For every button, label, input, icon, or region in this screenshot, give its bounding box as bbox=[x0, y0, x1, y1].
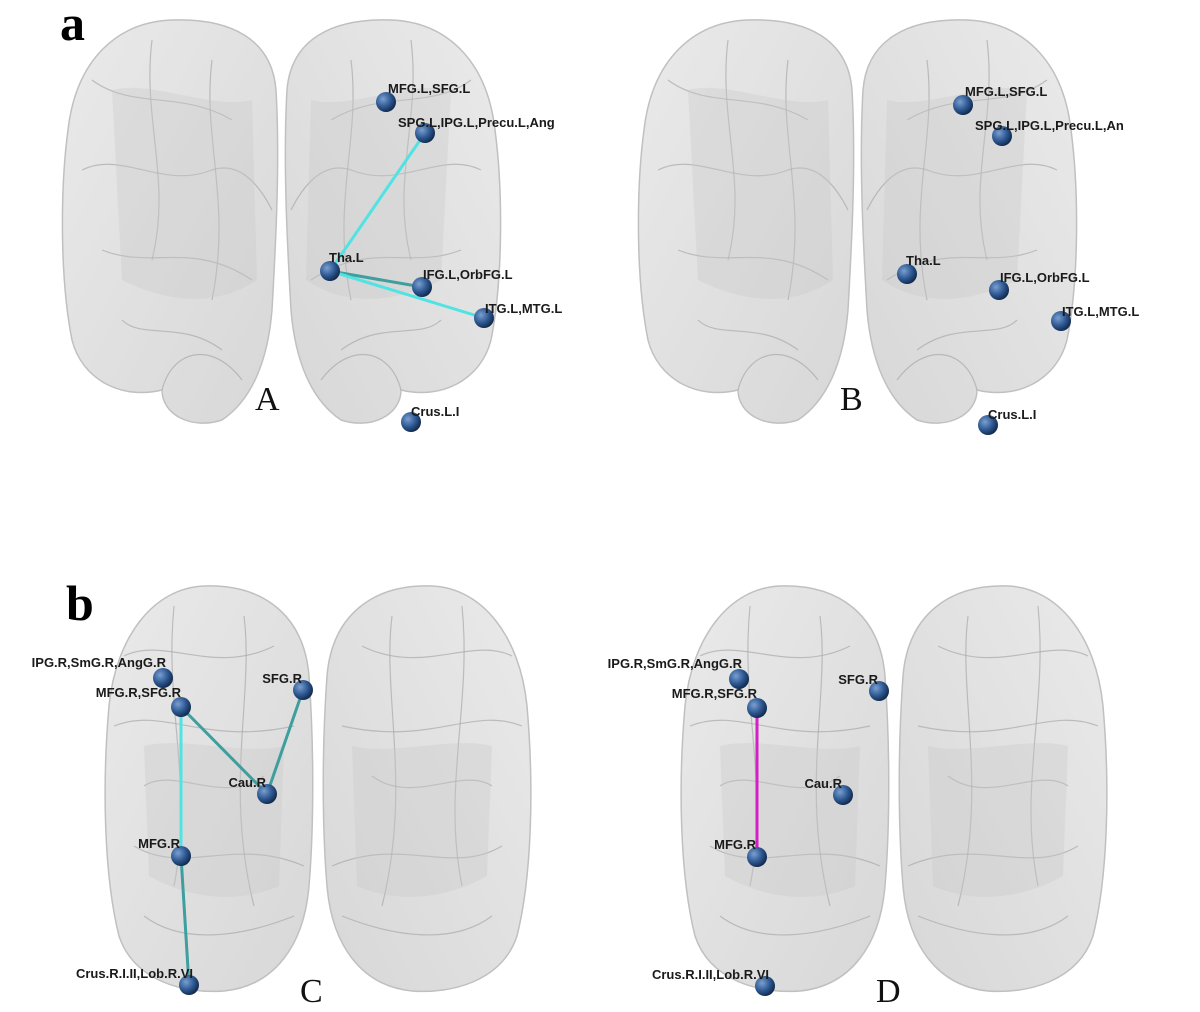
panel-letter-d: D bbox=[876, 973, 901, 1010]
brain-surfaces bbox=[61, 19, 1108, 993]
node-label: MFG.R bbox=[714, 837, 756, 852]
node-label: IFG.L,OrbFG.L bbox=[1000, 270, 1090, 285]
node-d-0 bbox=[729, 669, 749, 689]
node-c-5 bbox=[179, 975, 199, 995]
node-a-4 bbox=[474, 308, 494, 328]
node-label: Crus.R.I.II,Lob.R.VI bbox=[76, 966, 193, 981]
node-a-5 bbox=[401, 412, 421, 432]
node-label: MFG.R bbox=[138, 836, 180, 851]
edge-a-1 bbox=[328, 269, 424, 289]
node-label: Crus.L.I bbox=[988, 407, 1036, 422]
node-c-0 bbox=[153, 668, 173, 688]
node-label: ITG.L,MTG.L bbox=[485, 301, 562, 316]
panel-letter-c: C bbox=[300, 973, 323, 1010]
node-c-4 bbox=[171, 846, 191, 866]
hemisphere bbox=[680, 585, 890, 993]
node-label: SFG.R bbox=[838, 672, 878, 687]
node-label: Tha.L bbox=[906, 253, 941, 268]
edge-c-0 bbox=[179, 705, 269, 796]
panel-letter-b: B bbox=[840, 381, 863, 418]
node-label: Crus.R.I.II,Lob.R.VI bbox=[652, 967, 769, 982]
node-label: Crus.L.I bbox=[411, 404, 459, 419]
hemisphere bbox=[322, 585, 532, 993]
node-d-3 bbox=[833, 785, 853, 805]
node-label: IFG.L,OrbFG.L bbox=[423, 267, 513, 282]
edge-c-3 bbox=[179, 854, 191, 987]
node-label: IPG.R,SmG.R,AngG.R bbox=[32, 655, 167, 670]
hemisphere bbox=[637, 19, 855, 424]
node-a-3 bbox=[412, 277, 432, 297]
node-c-1 bbox=[171, 697, 191, 717]
node-a-2 bbox=[320, 261, 340, 281]
figure-label-a: a bbox=[60, 0, 85, 51]
node-label: MFG.L,SFG.L bbox=[965, 84, 1047, 99]
edge-a-0 bbox=[328, 131, 427, 273]
node-d-2 bbox=[869, 681, 889, 701]
node-label: MFG.L,SFG.L bbox=[388, 81, 470, 96]
figure-label-b: b bbox=[66, 575, 94, 631]
hemisphere bbox=[284, 19, 502, 424]
node-c-2 bbox=[293, 680, 313, 700]
node-label: SPG.L,IPG.L,Precu.L,An bbox=[975, 118, 1124, 133]
edge-a-2 bbox=[328, 269, 486, 320]
nodes bbox=[153, 92, 1071, 996]
node-b-1 bbox=[992, 126, 1012, 146]
node-c-3 bbox=[257, 784, 277, 804]
node-label: IPG.R,SmG.R,AngG.R bbox=[608, 656, 743, 671]
labels: a b MFG.L,SFG.L SPG.L,IPG.L,Precu.L,AngTh… bbox=[32, 0, 1140, 1010]
node-a-1 bbox=[415, 123, 435, 143]
node-b-5 bbox=[978, 415, 998, 435]
hemisphere bbox=[898, 585, 1108, 993]
node-label: ITG.L,MTG.L bbox=[1062, 304, 1139, 319]
node-label: MFG.R,SFG.R bbox=[96, 685, 182, 700]
hemisphere bbox=[860, 19, 1078, 424]
hemisphere bbox=[61, 19, 279, 424]
node-b-4 bbox=[1051, 311, 1071, 331]
node-d-4 bbox=[747, 847, 767, 867]
node-label: Tha.L bbox=[329, 250, 364, 265]
node-label: Cau.R bbox=[804, 776, 842, 791]
node-label: Cau.R bbox=[228, 775, 266, 790]
node-label: SFG.R bbox=[262, 671, 302, 686]
node-d-5 bbox=[755, 976, 775, 996]
hemisphere bbox=[104, 585, 314, 993]
node-label: MFG.R,SFG.R bbox=[672, 686, 758, 701]
node-a-0 bbox=[376, 92, 396, 112]
node-b-2 bbox=[897, 264, 917, 284]
edge-c-1 bbox=[265, 688, 305, 796]
node-b-3 bbox=[989, 280, 1009, 300]
panel-letter-a: A bbox=[255, 381, 280, 418]
node-b-0 bbox=[953, 95, 973, 115]
node-label: SPG.L,IPG.L,Precu.L,Ang bbox=[398, 115, 555, 130]
node-d-1 bbox=[747, 698, 767, 718]
connections bbox=[179, 131, 759, 987]
